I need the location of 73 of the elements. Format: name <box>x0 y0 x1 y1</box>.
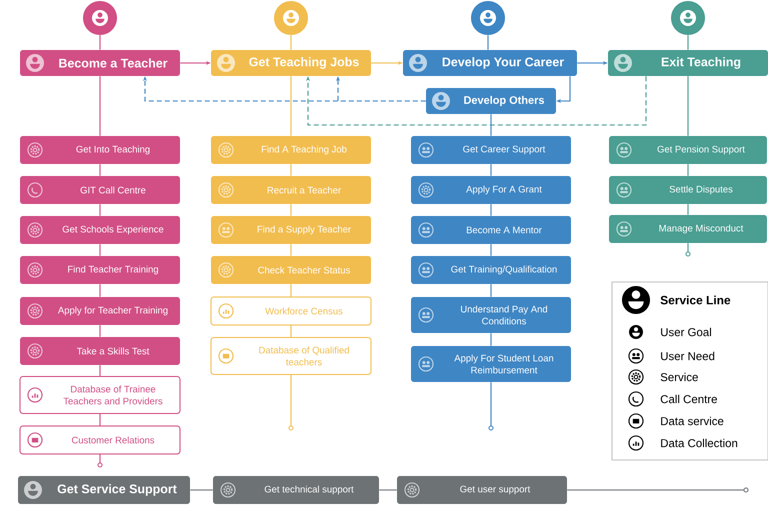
service-box: Get Training/Qualification <box>411 256 571 284</box>
data-box: Database of Trainee Teachers and Providers <box>20 376 180 414</box>
goal-box: Get Service Support <box>18 476 190 504</box>
connector-line <box>99 35 101 50</box>
connector-line <box>687 164 689 176</box>
connector-line <box>99 284 101 297</box>
service-box: Find Teacher Training <box>20 256 180 284</box>
service-box: Apply for Teacher Training <box>20 297 180 325</box>
connector-line <box>99 454 101 462</box>
legend-label: Service <box>660 372 698 382</box>
connector-line <box>290 35 292 50</box>
service-box: Apply For Student Loan Reimbursement <box>411 346 571 382</box>
connector-line <box>290 326 292 337</box>
service-box: Manage Misconduct <box>609 215 767 243</box>
connector-line <box>490 164 492 176</box>
connector-line <box>290 244 292 256</box>
connector-line <box>687 76 689 136</box>
connector-line <box>490 382 492 426</box>
connector-line <box>99 414 101 426</box>
service-box: Understand Pay And Conditions <box>411 297 571 333</box>
data-box: Customer Relations <box>20 426 180 454</box>
service-box: Apply For A Grant <box>411 176 571 204</box>
data-box: Database of Qualified teachers <box>210 337 372 375</box>
connector-line <box>99 204 101 216</box>
service-box: Find a Supply Teacher <box>211 216 371 244</box>
legend-label: User Need <box>661 352 714 360</box>
service-box: Get Career Support <box>411 136 571 164</box>
service-box: Become A Mentor <box>411 216 571 244</box>
connector-line <box>490 244 492 256</box>
goal-box: Become a Teacher <box>20 50 180 76</box>
service-box: Settle Disputes <box>609 176 767 204</box>
connector-line <box>190 489 213 491</box>
service-box: Check Teacher Status <box>211 256 371 284</box>
goal-box: Get Teaching Jobs <box>211 50 371 76</box>
dashed-arrow <box>306 76 647 126</box>
connector-line <box>290 204 292 216</box>
legend-label: Data Collection <box>661 438 738 448</box>
connector-line <box>99 164 101 176</box>
connector-line <box>99 365 101 376</box>
connector-line <box>379 489 397 491</box>
service-box: Get Into Teaching <box>20 136 180 164</box>
goal-box: Develop Your Career <box>403 50 577 76</box>
connector-line <box>490 333 492 346</box>
legend-label: Data service <box>661 416 724 426</box>
connector-line <box>487 35 489 50</box>
connector-line <box>687 243 689 252</box>
service-box: Take a Skills Test <box>20 337 180 365</box>
connector-line <box>687 204 689 215</box>
connector-line <box>290 76 292 136</box>
connector-line <box>290 164 292 176</box>
service-box: Get technical support <box>213 476 379 504</box>
connector-line <box>567 489 744 491</box>
goal-box: Exit Teaching <box>608 50 768 76</box>
service-box: Recruit a Teacher <box>211 176 371 204</box>
service-box: Get user support <box>397 476 567 504</box>
connector-line <box>290 284 292 296</box>
legend-label: Service Line <box>660 296 730 304</box>
service-box: Get Schools Experience <box>20 216 180 244</box>
connector-line <box>99 325 101 337</box>
connector-line <box>687 35 689 50</box>
data-box: Workforce Census <box>210 296 372 326</box>
service-box: Find A Teaching Job <box>211 136 371 164</box>
connector-line <box>490 204 492 216</box>
service-box: Get Pension Support <box>609 136 767 164</box>
connector-line <box>290 375 292 426</box>
legend-label: Call Centre <box>660 394 717 404</box>
connector-line <box>99 76 101 136</box>
goal-box: Develop Others <box>426 88 556 114</box>
connector-line <box>99 244 101 256</box>
connector-line <box>490 114 492 136</box>
legend-label: User Goal <box>661 328 711 336</box>
service-box: GIT Call Centre <box>20 176 180 204</box>
connector-line <box>490 284 492 297</box>
